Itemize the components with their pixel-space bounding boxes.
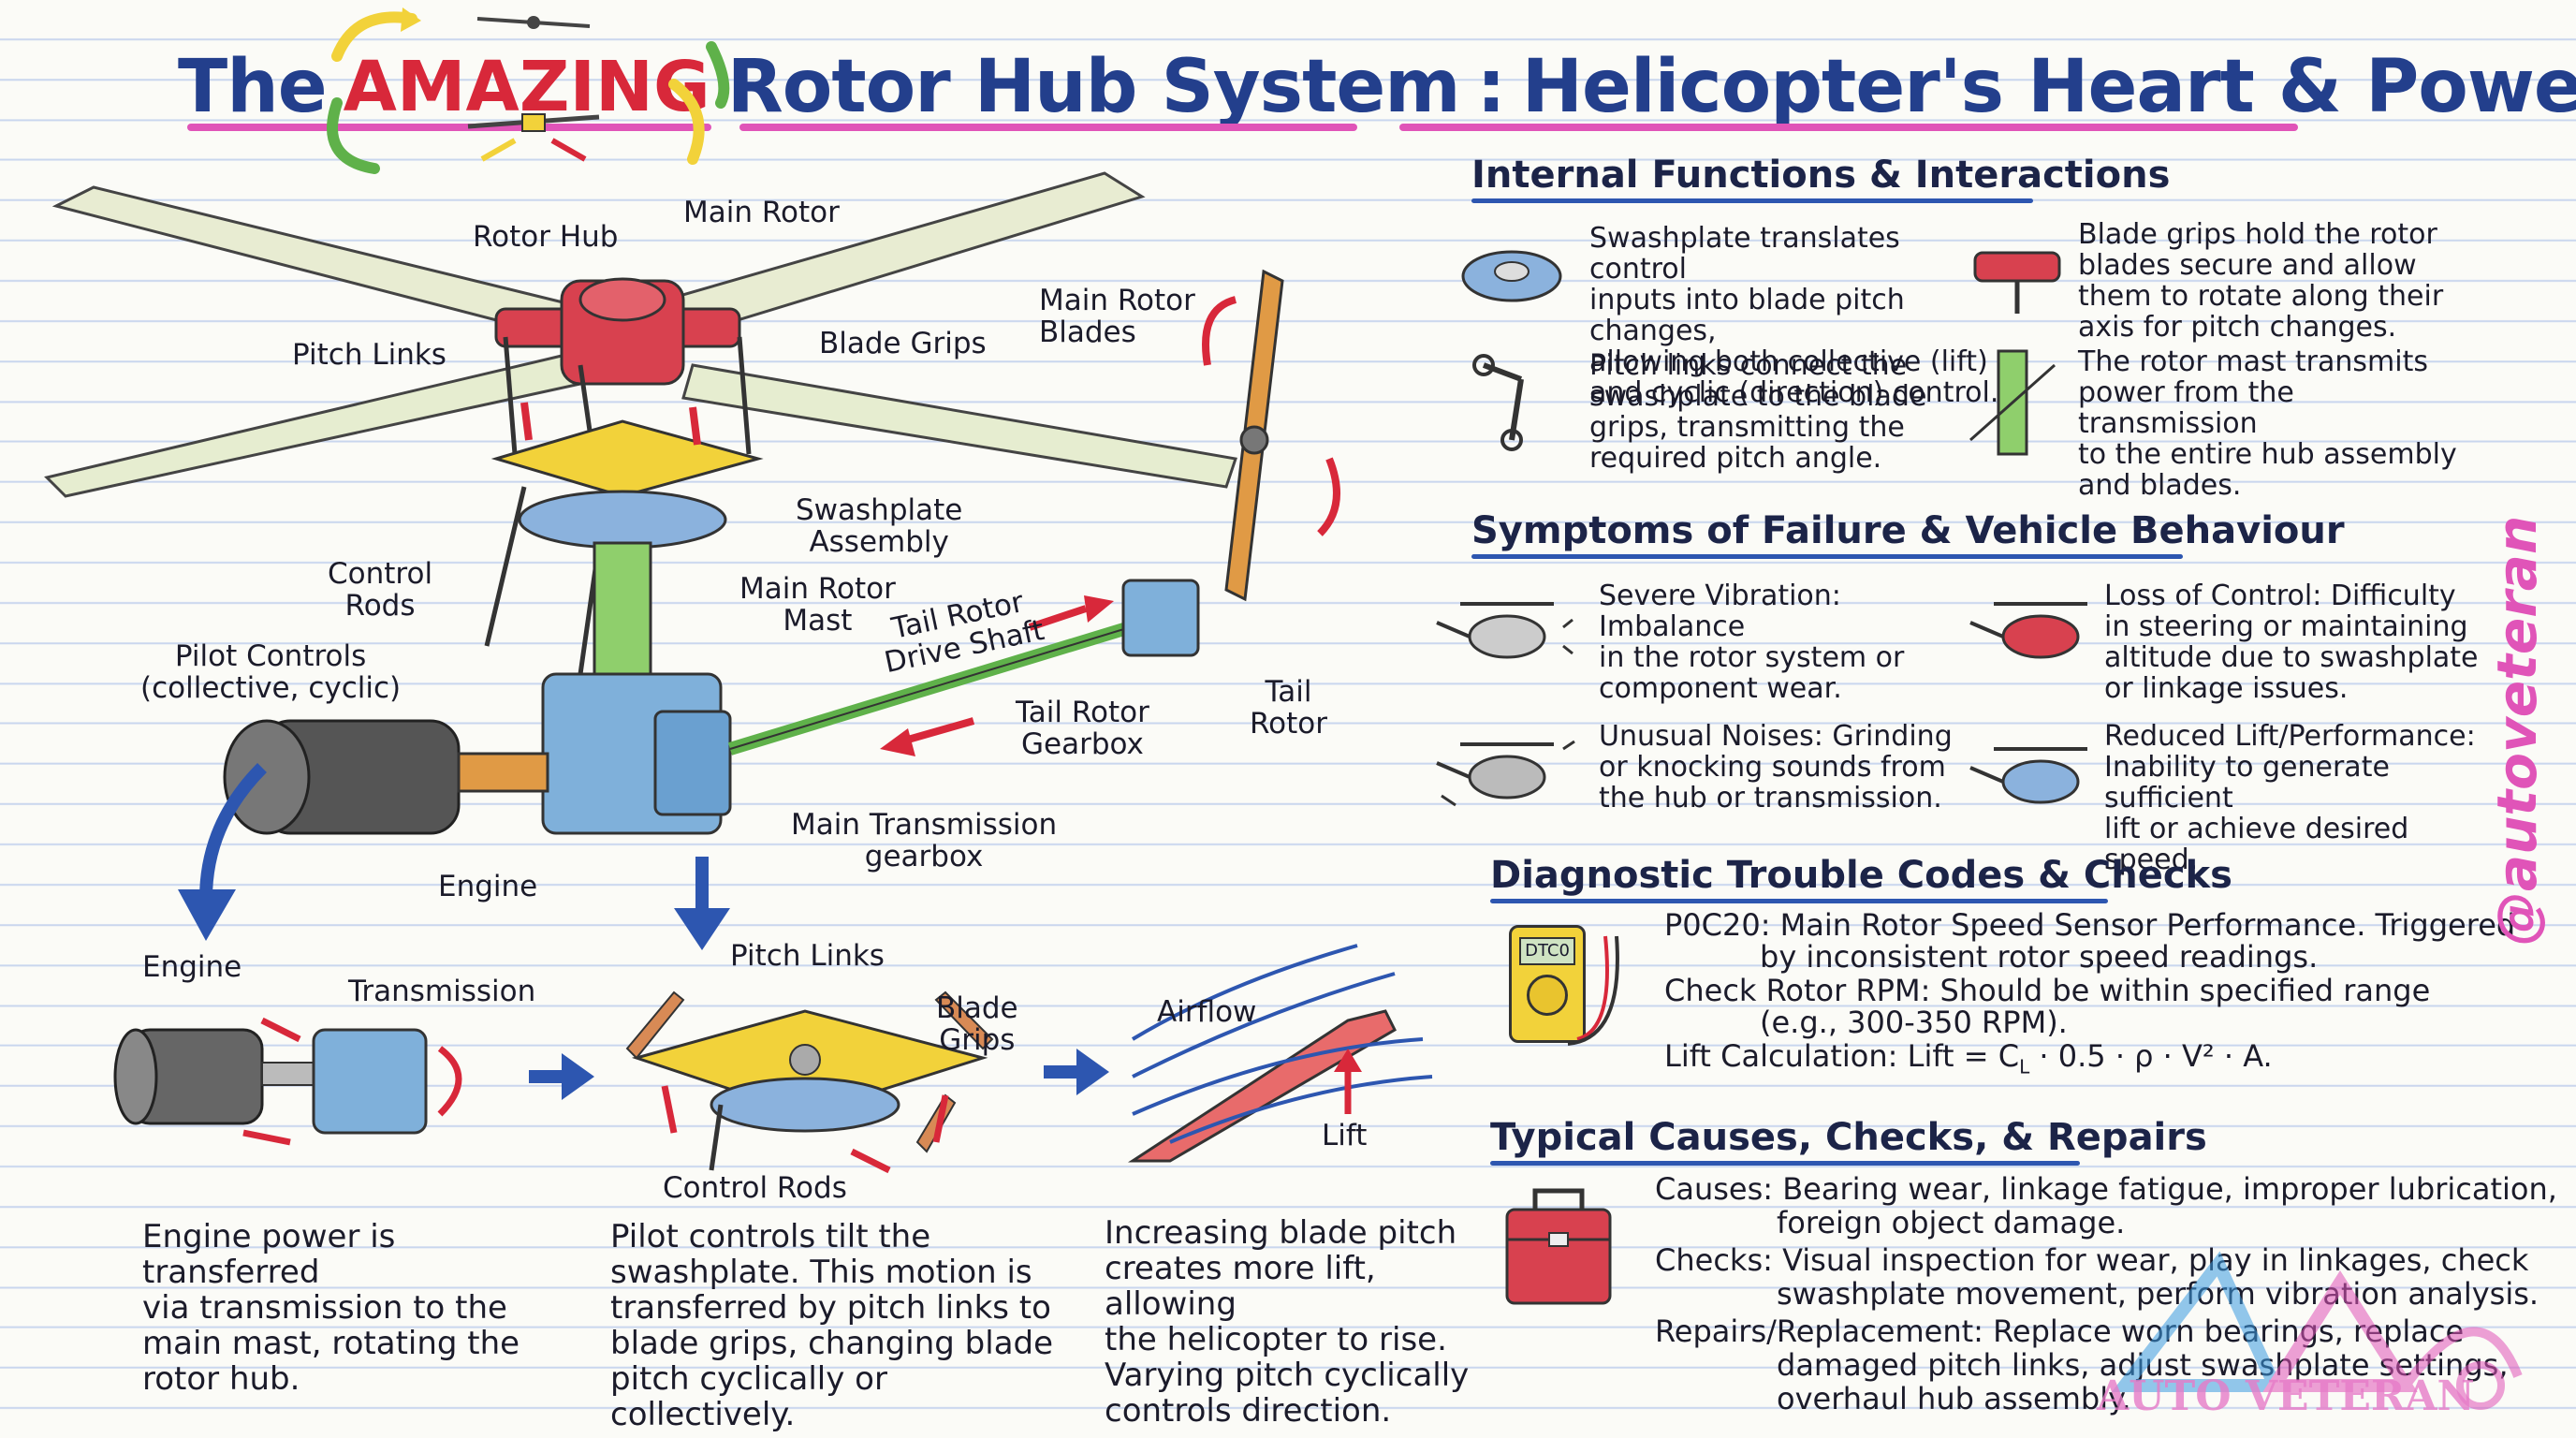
title-the: The [178, 45, 328, 129]
flow2-label-blade-grips: Blade Grips [936, 991, 1018, 1057]
label-control-rods: Control Rods [328, 557, 433, 623]
label-main-rotor-blades: Main Rotor Blades [1039, 284, 1195, 349]
label-rotor-hub: Rotor Hub [473, 220, 619, 254]
logo-text: AUTO VETERAN [2097, 1372, 2475, 1420]
label-blade-grips: Blade Grips [819, 327, 987, 360]
internal-rotor-mast-text: The rotor mast transmits power from the … [2078, 345, 2457, 502]
flow3-label-airflow: Airflow [1157, 995, 1257, 1029]
rotor-hub-assembly-illustration [44, 171, 1340, 835]
swashplate-pitch-links-illustration [625, 990, 994, 1174]
vibrating-helicopter-icon [1436, 602, 1573, 659]
dtc-line-2: by inconsistent rotor speed readings. [1760, 939, 2319, 975]
lift-calculation: Lift Calculation: Lift = CL · 0.5 · ρ · … [1664, 1041, 2273, 1082]
label-engine: Engine [438, 870, 538, 903]
internal-pitch-links-text: Pitch links connect the swashplate to th… [1589, 349, 1927, 475]
internal-functions-underline [1471, 198, 2033, 203]
title-subtitle: Helicopter's Heart & Power! [1521, 45, 2576, 129]
flow2-label-pitch-links: Pitch Links [730, 939, 885, 973]
multimeter-display: DTC0 [1519, 937, 1575, 965]
multimeter-icon: DTC0 [1509, 925, 1586, 1043]
label-pilot-controls: Pilot Controls (collective, cyclic) [140, 639, 402, 705]
toolbox-icon [1505, 1188, 1612, 1305]
watermark-handle: @autoveteran [2485, 515, 2549, 946]
causes-line-1: Causes: Bearing wear, linkage fatigue, i… [1655, 1171, 2557, 1207]
pitch-link-icon [1472, 354, 1524, 451]
label-swashplate-assembly: Swashplate Assembly [796, 493, 963, 559]
auto-veteran-logo-icon [2111, 1251, 2523, 1410]
page-title: The AMAZING Rotor Hub System : Helicopte… [178, 26, 2576, 148]
diagnostics-underline [1490, 899, 2108, 903]
blue-helicopter-icon [1969, 747, 2087, 804]
dtc-line-1: P0C20: Main Rotor Speed Sensor Performan… [1664, 907, 2516, 943]
engine-transmission-illustration [113, 1017, 462, 1146]
internal-swashplate-text: Swashplate translates control inputs int… [1589, 222, 1999, 409]
checks-line-2: swashplate movement, perform vibration a… [1777, 1276, 2539, 1312]
causes-title: Typical Causes, Checks, & Repairs [1490, 1116, 2207, 1159]
causes-line-2: foreign object damage. [1777, 1205, 2126, 1240]
title-underline-right [1399, 124, 2298, 131]
causes-underline [1490, 1161, 2080, 1166]
blade-front-left [44, 354, 583, 498]
symptom-loss-of-control-text: Loss of Control: Difficulty in steering … [2104, 580, 2479, 705]
label-tail-rotor: Tail Rotor [1250, 675, 1327, 741]
diagnostics-title: Diagnostic Trouble Codes & Checks [1490, 854, 2232, 897]
rotor-mast-icon [1969, 349, 2056, 456]
title-underline-left [187, 124, 711, 131]
blade-front-right [681, 363, 1237, 489]
symptom-reduced-lift-text: Reduced Lift/Performance: Inability to g… [2104, 720, 2476, 876]
lift-calc-rest: · 0.5 · ρ · V² · A. [2029, 1038, 2273, 1074]
title-underline-mid [739, 124, 1357, 131]
flow3-caption: Increasing blade pitch creates more lift… [1105, 1214, 1470, 1430]
flow-arrow-right-1-icon [529, 1053, 594, 1100]
lift-calc-subscript: L [2019, 1055, 2030, 1078]
repairs-line-3: overhaul hub assembly. [1777, 1381, 2131, 1416]
blade-grip-icon [1973, 251, 2061, 314]
flow1-label-engine: Engine [142, 950, 242, 984]
flow-arrow-down-left-icon [178, 763, 267, 941]
flow3-label-lift: Lift [1322, 1119, 1368, 1152]
symptom-vibration-text: Severe Vibration: Imbalance in the rotor… [1599, 580, 1905, 705]
rpm-check-line-2: (e.g., 300-350 RPM). [1760, 1005, 2068, 1040]
airflow-lift-illustration [1127, 944, 1433, 1163]
label-pitch-links: Pitch Links [292, 338, 446, 372]
internal-blade-grips-text: Blade grips hold the rotor blades secure… [2078, 218, 2444, 344]
title-colon: : [1476, 45, 1506, 129]
flow2-label-control-rods: Control Rods [663, 1171, 847, 1205]
label-tail-rotor-gearbox: Tail Rotor Gearbox [1016, 696, 1149, 761]
rpm-check-line-1: Check Rotor RPM: Should be within specif… [1664, 973, 2431, 1008]
repairs-line-1: Repairs/Replacement: Replace worn bearin… [1655, 1313, 2465, 1349]
internal-functions-title: Internal Functions & Interactions [1471, 154, 2171, 197]
swashplate-icon [1461, 250, 1562, 302]
label-main-transmission-gearbox: Main Transmission gearbox [791, 808, 1058, 873]
label-main-rotor-mast: Main Rotor Mast [739, 572, 896, 638]
flow-arrow-down-mid-icon [674, 857, 730, 950]
checks-line-1: Checks: Visual inspection for wear, play… [1655, 1242, 2529, 1278]
title-rotor-doodle-icon [327, 7, 730, 174]
flow-arrow-right-2-icon [1044, 1049, 1109, 1095]
symptoms-underline [1471, 554, 2183, 559]
symptom-noises-text: Unusual Noises: Grinding or knocking sou… [1599, 720, 1953, 814]
flow2-caption: Pilot controls tilt the swashplate. This… [610, 1218, 1054, 1433]
symptoms-title: Symptoms of Failure & Vehicle Behaviour [1471, 509, 2345, 552]
title-rotor-hub-system: Rotor Hub System [726, 45, 1461, 129]
flow1-label-transmission: Transmission [348, 975, 536, 1008]
lift-calc-text: Lift Calculation: Lift = C [1664, 1038, 2020, 1074]
label-main-rotor: Main Rotor [683, 196, 840, 229]
flow1-caption: Engine power is transferred via transmis… [142, 1218, 520, 1398]
red-helicopter-icon [1969, 602, 2087, 659]
multimeter-dial [1527, 975, 1568, 1016]
noisy-helicopter-icon [1436, 740, 1575, 807]
multimeter-probes-icon [1567, 935, 1619, 1046]
